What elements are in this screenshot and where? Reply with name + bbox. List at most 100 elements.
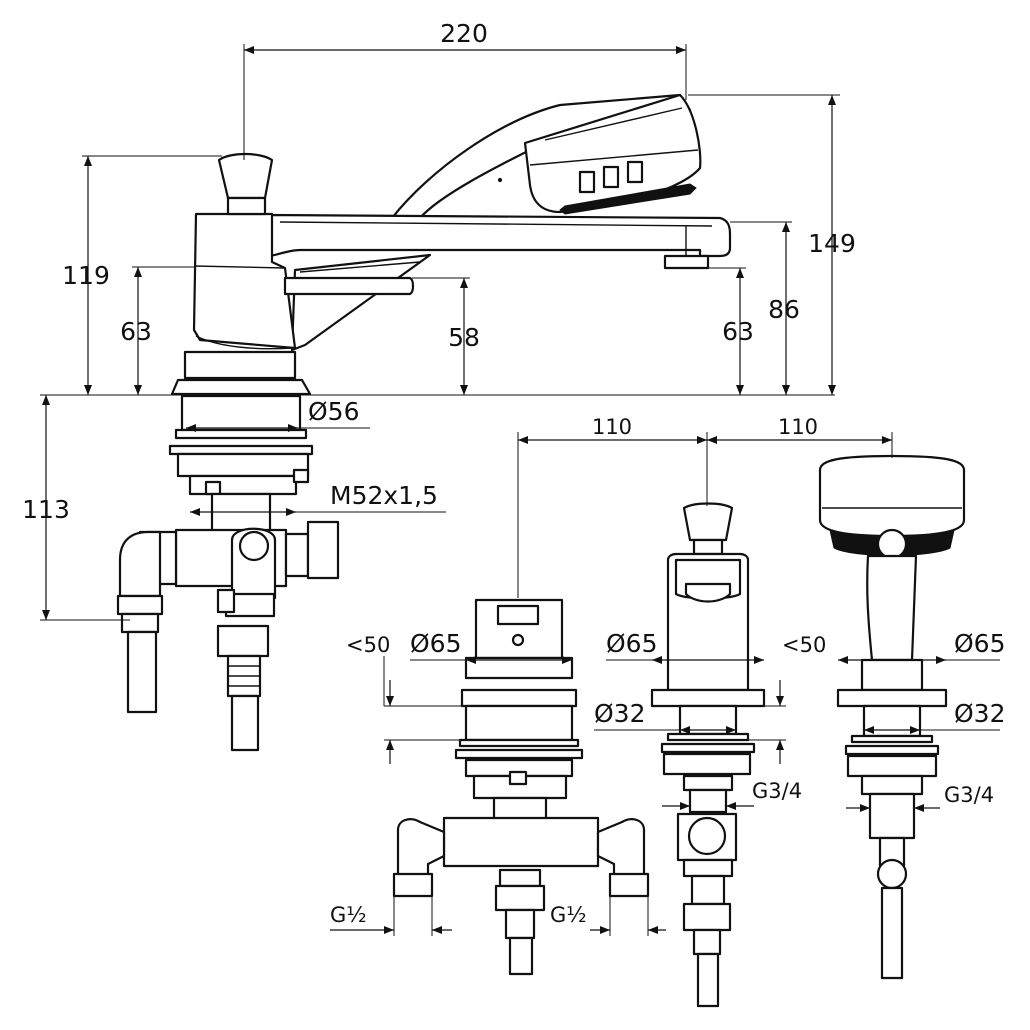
dim-m52: M52x1,5: [330, 481, 438, 510]
left-hose: [126, 630, 158, 714]
valve-rosette: [650, 688, 766, 708]
upper-rosette-base: [170, 378, 312, 396]
holder-hose: [880, 886, 904, 980]
shower-button-3: [626, 160, 644, 184]
mixer-crossbar: [442, 816, 600, 868]
nut-bolt-right: [292, 468, 310, 484]
dim-g34-valve: G3/4: [752, 779, 802, 803]
left-fitting-nut: [120, 612, 160, 634]
dimension-labels: 220 149 86 63 58 119 63 113 Ø56 M52x1,5 …: [22, 19, 1005, 927]
mixer-collar: [464, 656, 574, 680]
valve-washer-1: [666, 732, 750, 742]
holder-washer-2: [844, 744, 940, 756]
mixer-body-seam: [193, 265, 286, 269]
spout-aerator: [663, 254, 710, 270]
mixer-outlet-hose: [508, 936, 534, 976]
shower-dot: [497, 177, 503, 183]
dim-g12-right: G½: [550, 903, 587, 927]
mixer-right-leg: [596, 818, 646, 882]
holder-plate: [846, 754, 938, 778]
dim-g12-left: G½: [330, 903, 367, 927]
mixer-lower-body: [492, 796, 548, 822]
small-valve: [216, 588, 236, 614]
mixer-bolt: [508, 770, 528, 786]
dim-g34-shower: G3/4: [944, 783, 994, 807]
center-elbow-end: [238, 530, 270, 562]
left-elbow-pipe: [118, 530, 162, 598]
mixer-outlet-fitting: [494, 884, 546, 912]
valve-recess-inner: [684, 582, 732, 603]
upper-rosette: [183, 350, 297, 380]
valve-thread: [688, 788, 728, 814]
shower-head-line: [529, 149, 699, 166]
spout: [268, 213, 732, 258]
base-shank: [180, 394, 302, 432]
nut-bolt-left: [204, 480, 222, 496]
dim-149: 149: [808, 229, 856, 258]
holder-washer-1: [850, 734, 934, 744]
mixer-top-slot: [496, 604, 540, 626]
spout-inner-line: [279, 221, 713, 227]
holder-nut: [860, 774, 924, 796]
mounting-plate: [176, 452, 310, 478]
valve-washer-2: [660, 742, 756, 754]
shower-holder-view: [818, 454, 966, 980]
valve-knob-stem: [692, 538, 724, 556]
hose-guide: [290, 253, 432, 352]
holder-shank: [862, 704, 922, 738]
right-coupler: [284, 532, 310, 578]
dim-119: 119: [62, 261, 110, 290]
dim-d65-valve: Ø65: [606, 629, 658, 658]
dim-d32-valve: Ø32: [594, 699, 646, 728]
mixer-washer-1: [458, 738, 580, 748]
dim-58: 58: [448, 323, 480, 352]
dim-86: 86: [768, 295, 800, 324]
dim-d65-mixer: Ø65: [410, 629, 462, 658]
valve-port: [687, 816, 727, 856]
dim-63-right: 63: [722, 317, 754, 346]
mixer-body-bottom: [195, 335, 293, 350]
shower-head-front: [818, 454, 966, 538]
mixer-left-fitting: [392, 872, 434, 898]
shower-head-inner: [544, 107, 683, 141]
dim-220: 220: [440, 19, 488, 48]
mixer-right-fitting: [608, 872, 650, 898]
dim-d56: Ø56: [308, 397, 360, 426]
mixer-rosette: [460, 688, 578, 708]
diverter-valve-view: [650, 502, 766, 1008]
lever: [283, 276, 415, 296]
center-nut: [216, 624, 270, 658]
holder-rosette: [836, 688, 948, 708]
mixer-shank: [464, 704, 574, 742]
mixer-left-leg: [396, 818, 446, 882]
valve-lower-hose: [696, 952, 720, 1008]
diverter-stem: [226, 196, 267, 216]
dimension-lines: [40, 44, 1000, 936]
connector-body: [210, 492, 272, 536]
holder-body: [860, 658, 924, 692]
center-hose: [230, 694, 260, 752]
holder-thread: [868, 792, 916, 840]
dim-lt50-left: <50: [346, 633, 390, 657]
shower-face-nozzles: [559, 183, 697, 215]
washer-2: [168, 444, 314, 456]
under-deck-assembly: [116, 394, 340, 752]
washer-1: [174, 428, 308, 440]
mixer-washer-2: [454, 748, 584, 760]
right-nut: [306, 520, 340, 580]
dim-d32-shower: Ø32: [954, 699, 1006, 728]
holder-hose-ring: [876, 858, 908, 890]
mixer-screw: [511, 633, 525, 647]
shower-handle-front: [866, 554, 918, 662]
valve-plate: [662, 752, 752, 776]
side-elevation: [40, 93, 835, 396]
mixer-body: [192, 212, 297, 350]
dim-63-left: 63: [120, 317, 152, 346]
diverter-knob: [217, 152, 274, 200]
valve-knob: [682, 502, 734, 542]
mixer-outlet-nut: [498, 868, 542, 888]
dim-110-left: 110: [592, 415, 632, 439]
valve-lower-fitting: [690, 874, 726, 906]
hose-guide-line: [299, 261, 421, 273]
